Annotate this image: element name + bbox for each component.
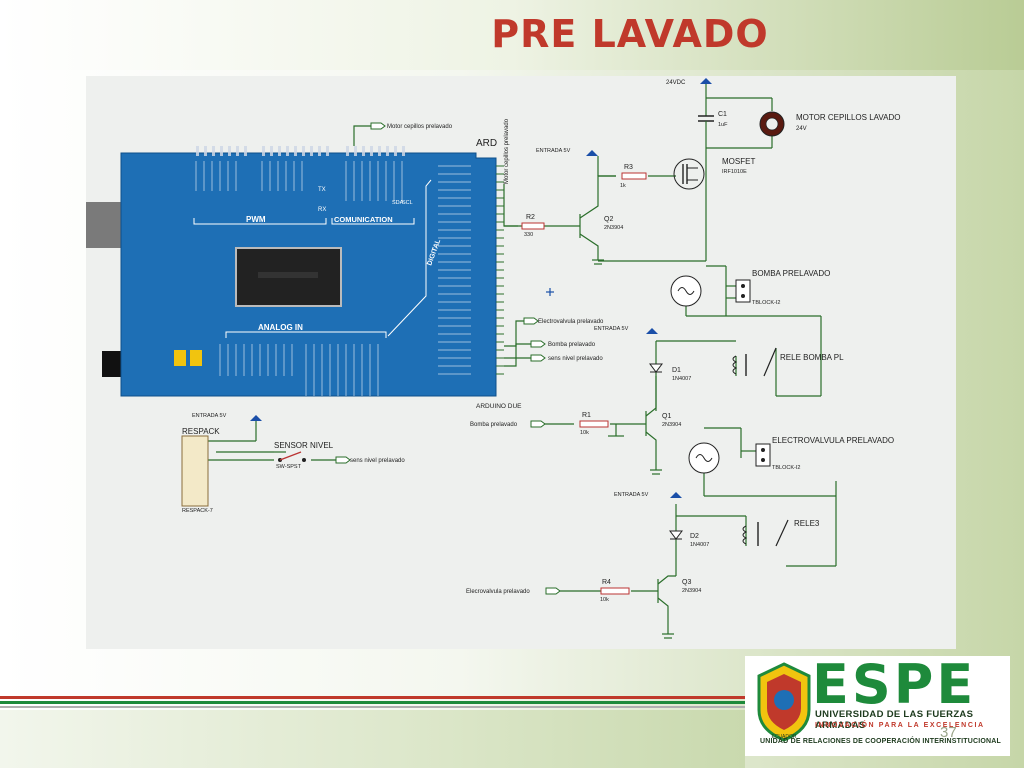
electrovalvula-label: ELECTROVALVULA PRELAVADO [772, 436, 894, 445]
r3-label: R3 [624, 164, 633, 171]
sensor-switch-icon [278, 451, 306, 462]
resistor-r3 [621, 172, 647, 180]
r2-label: R2 [526, 214, 535, 221]
tblock-1 [735, 279, 751, 303]
tx-pin-label: TX [318, 187, 326, 193]
r2-value: 330 [524, 232, 533, 238]
mosfet-icon [673, 158, 705, 190]
q3-value: 2N3904 [682, 588, 701, 594]
q1-value: 2N3904 [662, 422, 681, 428]
d1-label: D1 [672, 367, 681, 374]
communication-label: COMUNICATION [334, 215, 393, 224]
sensor-label: SENSOR NIVEL [274, 441, 334, 450]
diode-d1 [649, 363, 663, 373]
tblock1-label: TBLOCK-I2 [752, 300, 780, 306]
motor-value: 24V [796, 126, 807, 132]
circuit-schematic: PWM COMUNICATION TX RX SDA SCL DIGITAL A… [86, 76, 956, 649]
sens-nivel-net-label: sens nivel prelavado [548, 356, 603, 362]
respack-label: RESPACK [182, 427, 220, 436]
vcc-24-label: 24VDC [666, 80, 686, 86]
schematic-svg: PWM COMUNICATION TX RX SDA SCL DIGITAL A… [86, 78, 900, 639]
q2-label: Q2 [604, 216, 613, 223]
electrovalvula-net-label: Electrovalvula prelavado [538, 319, 604, 325]
crystal-1 [174, 350, 186, 366]
sens-nivel-output-label: sens nivel prelavado [350, 458, 405, 464]
resistor-r1 [579, 420, 609, 428]
c1-label: C1 [718, 111, 727, 118]
rele3-label: RELE3 [794, 519, 820, 528]
university-name: UNIVERSIDAD DE LAS FUERZAS ARMADAS [815, 709, 974, 731]
q3-label: Q3 [682, 579, 691, 586]
electrovalvula-ac-source-icon [688, 442, 720, 474]
bomba-ac-source-icon [670, 275, 702, 307]
arduino-due-label: ARDUINO DUE [476, 403, 522, 410]
page-number: 37 [940, 724, 957, 741]
r3-value: 1k [620, 183, 626, 189]
electrovalvula-input-label: Elecrovalvula prelavado [466, 589, 530, 595]
mosfet-label: MOSFET [722, 157, 755, 166]
bomba-input-label: Bomba prelavado [470, 422, 518, 428]
entrada5v-label-4: ENTRADA 5V [192, 413, 227, 419]
relay-bomba-icon [732, 347, 777, 377]
motor-label: MOTOR CEPILLOS LAVADO [796, 113, 900, 122]
relay-3-icon [742, 519, 789, 547]
espe-logo: ECUADOR [745, 656, 1010, 756]
rx-pin-label: RX [318, 207, 326, 213]
crosshair-icon [546, 288, 554, 296]
slide-title: PRE LAVADO [491, 12, 769, 56]
tblock2-label: TBLOCK-I2 [772, 465, 800, 471]
power-symbols [250, 78, 712, 498]
university-slogan: INNOVACIÓN PARA LA EXCELENCIA [815, 722, 985, 729]
entrada5v-label-3: ENTRADA 5V [614, 492, 649, 498]
q2-value: 2N3904 [604, 225, 623, 231]
r4-label: R4 [602, 579, 611, 586]
seal-icon: ECUADOR [757, 662, 811, 742]
arduino-chip [235, 247, 342, 307]
diode-d2 [669, 530, 683, 540]
crystal-2 [190, 350, 202, 366]
resistor-r4 [600, 587, 630, 595]
rele-bomba-label: RELE BOMBA PL [780, 353, 844, 362]
c1-value: 1uF [718, 122, 728, 128]
r4-value: 10k [600, 597, 609, 603]
tblock-2 [755, 443, 771, 467]
footer-band [0, 710, 745, 768]
respack-value: RESPACK-7 [182, 508, 213, 514]
motor-icon [759, 111, 785, 137]
q1-label: Q1 [662, 413, 671, 420]
entrada5v-label-1: ENTRADA 5V [536, 148, 571, 154]
scl-pin-label: SCL [402, 200, 413, 206]
d2-label: D2 [690, 533, 699, 540]
espe-wordmark: ESPE [812, 653, 977, 716]
respack [181, 435, 209, 507]
wires [204, 84, 837, 639]
arduino-board: PWM COMUNICATION TX RX SDA SCL DIGITAL A… [86, 138, 522, 410]
sensor-value: SW-SPST [276, 464, 302, 470]
mosfet-value: IRF1010E [722, 169, 747, 175]
capacitor-c1 [698, 115, 714, 148]
sda-pin-label: SDA [392, 200, 404, 206]
motor-net-label-vertical: Motor cepillos prelavado [504, 118, 510, 184]
motor-net-label: Motor cepillos prelavado [387, 124, 453, 130]
r1-label: R1 [582, 412, 591, 419]
bomba-net-label: Bomba prelavado [548, 342, 596, 348]
analog-in-label: ANALOG IN [258, 323, 303, 332]
entrada5v-label-2: ENTRADA 5V [594, 326, 629, 332]
d2-value: 1N4007 [690, 542, 709, 548]
resistor-r2 [521, 222, 545, 230]
footer-divider [0, 696, 745, 708]
d1-value: 1N4007 [672, 376, 691, 382]
pwm-label: PWM [246, 215, 266, 224]
usb-connector [86, 202, 121, 248]
net-label-arrows [335, 122, 561, 595]
seal-text: ECUADOR [771, 734, 796, 740]
ard-label: ARD [476, 138, 497, 149]
r1-value: 10k [580, 430, 589, 436]
unit-name: UNIDAD DE RELACIONES DE COOPERACIÓN INTE… [760, 738, 1002, 745]
bomba-label: BOMBA PRELAVADO [752, 269, 830, 278]
slide-header-band [0, 0, 1024, 70]
